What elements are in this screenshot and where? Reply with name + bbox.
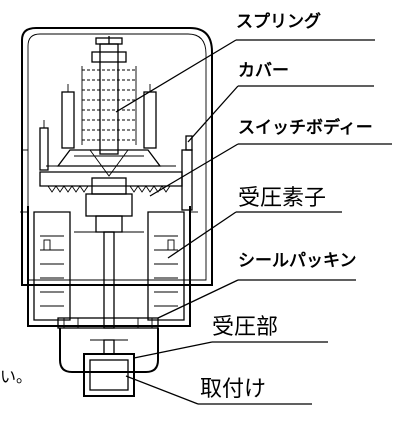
cover-outline	[21, 27, 213, 286]
spring-assembly	[39, 36, 193, 211]
label-spring: スプリング	[236, 11, 321, 32]
pressure-element	[20, 206, 198, 329]
label-pressure-part: 受圧部	[212, 315, 278, 340]
switch-body	[39, 149, 183, 233]
seal-packing	[57, 317, 159, 329]
text-fragment: い。	[0, 367, 32, 386]
leader-lines	[115, 39, 392, 405]
label-mounting: 取付け	[200, 377, 266, 402]
label-seal-packing: シールパッキン	[238, 251, 357, 271]
pressure-part	[59, 328, 159, 373]
label-cover: カバー	[238, 61, 289, 81]
label-pressure-element: 受圧素子	[238, 186, 326, 211]
label-switch-body: スイッチボディー	[238, 117, 373, 138]
mounting-fitting	[83, 353, 135, 397]
